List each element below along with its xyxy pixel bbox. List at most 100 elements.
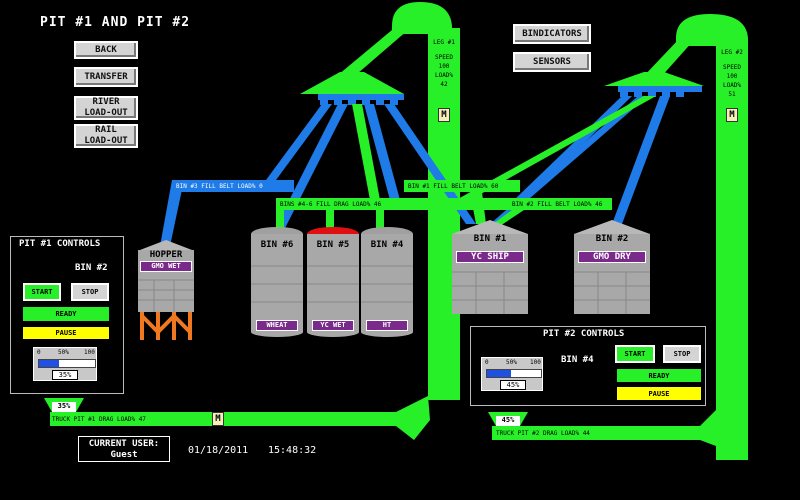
pit2-slider-fill [487, 370, 512, 377]
bin1-fill-belt [404, 180, 520, 192]
leg2-speed-label: SPEED [722, 64, 742, 71]
pit2-bin: BIN #4 [561, 355, 594, 365]
bin3-fill-belt-label: BIN #3 FILL BELT LOAD% 0 [176, 183, 263, 190]
leg1-speed: 100 [438, 63, 450, 70]
pit1-drag-motor-label: M [215, 414, 221, 424]
leg2-load-label: LOAD% [722, 82, 742, 89]
bin1-plate: YC SHIP [456, 251, 524, 263]
pit1-stop-button[interactable]: STOP [71, 283, 109, 301]
current-user-box: CURRENT USER: Guest [78, 436, 170, 462]
pit1-slider-fill [39, 360, 59, 367]
leg1-motor-label: M [441, 110, 447, 120]
leg1-load: 42 [440, 81, 448, 88]
hopper-plate: GMO WET [140, 261, 192, 272]
bin2-fill-belt-label: BIN #2 FILL BELT LOAD% 46 [512, 201, 603, 208]
pit2-pause-button[interactable]: PAUSE [617, 387, 701, 400]
bin2-fill-belt [508, 198, 612, 210]
current-date: 01/18/2011 [188, 445, 249, 456]
leg2-readout: LEG #2 SPEED 100 LOAD% 51 [716, 48, 748, 99]
sensors-button-label: SENSORS [533, 56, 571, 67]
pit2-start-button[interactable]: START [615, 345, 655, 363]
pit2-tick-min: 0 [485, 359, 489, 366]
leg1-name: LEG #1 [433, 39, 455, 46]
back-button[interactable]: BACK [74, 41, 138, 59]
pit2-status-label: READY [648, 371, 670, 380]
leg1-motor-button[interactable]: M [438, 108, 450, 122]
bindicators-button[interactable]: BINDICATORS [513, 24, 591, 44]
river-loadout-line2: LOAD-OUT [84, 108, 128, 118]
back-button-label: BACK [95, 44, 117, 55]
bin2-plate: GMO DRY [578, 251, 646, 263]
bin1-title: BIN #1 [473, 234, 507, 244]
leg2-motor-label: M [729, 110, 735, 120]
leg1-down-spout [332, 30, 408, 80]
pit2-start-label: START [624, 350, 646, 358]
bin4-plate: HT [366, 320, 408, 331]
bins46-fill-drag [276, 198, 510, 210]
pit2-stop-button[interactable]: STOP [663, 345, 701, 363]
bins46-fill-drag-label: BINS #4-6 FILL DRAG LOAD% 46 [280, 201, 382, 208]
rail-loadout-button[interactable]: RAIL LOAD-OUT [74, 124, 138, 148]
current-user-label: CURRENT USER: [88, 439, 160, 449]
pit2-status: READY [617, 369, 701, 382]
leg2-name: LEG #2 [721, 49, 743, 56]
pit1-pit-pct: 35% [52, 402, 76, 412]
pit2-speed-slider[interactable]: 0 50% 100 45% [481, 357, 543, 391]
pit2-speed-pct: 45% [500, 380, 526, 390]
bin2-graphic [574, 220, 650, 314]
leg2-load: 51 [728, 91, 736, 98]
pit2-tick-mid: 50% [506, 359, 517, 366]
pit2-pit-pct: 45% [496, 416, 520, 426]
current-time: 15:48:32 [268, 445, 317, 456]
rail-loadout-line2: LOAD-OUT [84, 136, 128, 146]
leg2-motor-button[interactable]: M [726, 108, 738, 122]
leg2-speed: 100 [726, 73, 738, 80]
pit1-tick-mid: 50% [58, 349, 69, 356]
pit1-pause-button[interactable]: PAUSE [23, 327, 109, 339]
bin2-title: BIN #2 [595, 234, 629, 244]
truck-pit1-drag [50, 412, 412, 426]
pit1-slider-track [38, 359, 96, 368]
pit2-tick-max: 100 [530, 359, 541, 366]
leg1-readout: LEG #1 SPEED 100 LOAD% 42 [428, 38, 460, 89]
pit1-speed-slider[interactable]: 0 50% 100 35% [33, 347, 97, 381]
pit1-start-button[interactable]: START [23, 283, 61, 301]
bin4-title: BIN #4 [370, 240, 404, 250]
pit1-bin: BIN #2 [75, 263, 108, 273]
pit2-stop-label: STOP [673, 350, 691, 358]
pit1-speed-pct: 35% [52, 370, 78, 380]
leg2-column [716, 40, 748, 460]
distributor2 [604, 72, 704, 86]
pit2-pause-label: PAUSE [648, 389, 670, 398]
distributor1 [300, 72, 404, 94]
transfer-button[interactable]: TRANSFER [74, 67, 138, 87]
truck-pit2-drag [492, 426, 722, 440]
bin5-plate: YC WET [312, 320, 354, 331]
bin1-fill-belt-label: BIN #1 FILL BELT LOAD% 60 [408, 183, 499, 190]
pit1-start-label: START [31, 288, 53, 296]
pit1-status: READY [23, 307, 109, 321]
river-loadout-button[interactable]: RIVER LOAD-OUT [74, 96, 138, 120]
truck-pit1-drag-label: TRUCK PIT #1 DRAG LOAD% 47 [52, 416, 146, 423]
bin5-title: BIN #5 [316, 240, 350, 250]
pit1-tick-min: 0 [37, 349, 41, 356]
bin3-fill-belt [172, 180, 294, 192]
pit1-tick-max: 100 [84, 349, 95, 356]
pit1-controls-title: PIT #1 CONTROLS [19, 239, 101, 249]
sensors-button[interactable]: SENSORS [513, 52, 591, 72]
pit1-stop-label: STOP [81, 288, 99, 296]
truck-pit2-drag-label: TRUCK PIT #2 DRAG LOAD% 44 [496, 430, 590, 437]
bindicators-button-label: BINDICATORS [522, 28, 582, 39]
pit2-controls-panel: PIT #2 CONTROLS 0 50% 100 45% BIN #4 STA… [470, 326, 706, 406]
transfer-button-label: TRANSFER [84, 71, 128, 82]
hopper-title: HOPPER [149, 250, 183, 260]
current-user-name: Guest [110, 450, 138, 460]
river-loadout-line1: RIVER [92, 97, 120, 107]
leg2-down-spout [642, 40, 694, 78]
bin1-graphic [452, 220, 528, 314]
rail-loadout-line1: RAIL [95, 125, 117, 135]
pit1-pause-label: PAUSE [55, 329, 77, 337]
pit1-drag-motor-button[interactable]: M [212, 412, 224, 426]
pit1-status-label: READY [55, 310, 77, 318]
